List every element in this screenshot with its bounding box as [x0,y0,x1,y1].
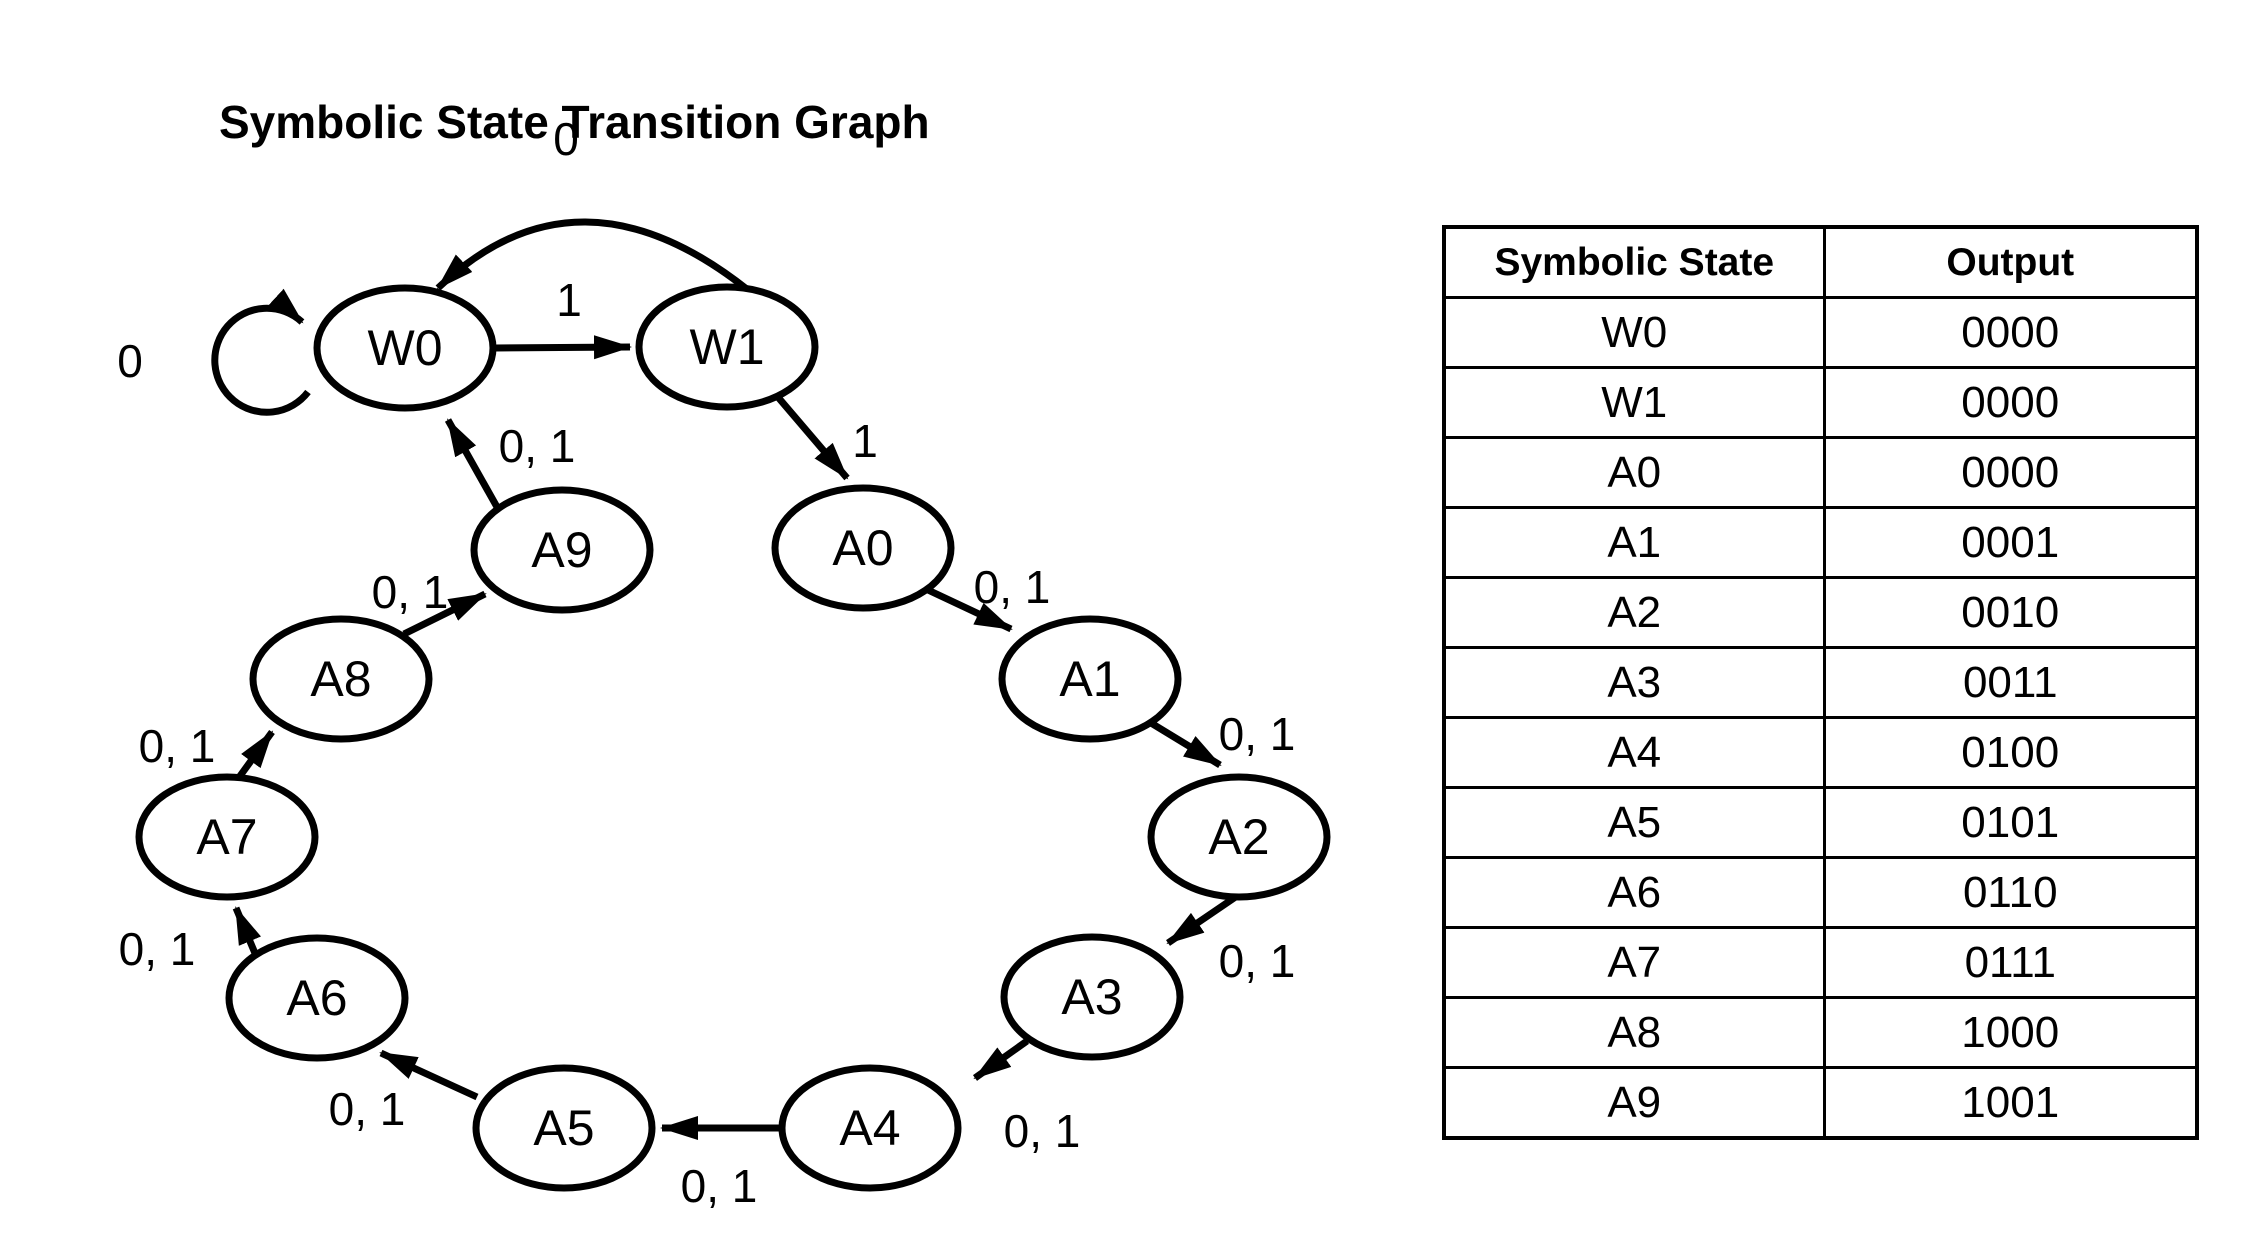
table-row: A4 0100 [1442,716,2199,789]
state-node-a6-label: A6 [286,970,347,1026]
state-node-a1: A1 [998,615,1182,743]
state-node-a0: A0 [771,484,955,612]
edge-label-w0-self: 0 [117,335,143,387]
state-node-w0-label: W0 [368,320,443,376]
state-node-a3-label: A3 [1061,969,1122,1025]
edge-a0-a1 [926,586,1013,633]
cell-state: A3 [1442,646,1826,719]
edge-label-a4-a5: 0, 1 [681,1160,758,1212]
table-row: A3 0011 [1442,646,2199,719]
edge-w0-w1 [494,335,632,360]
state-node-a3: A3 [1000,933,1184,1061]
cell-state: A7 [1442,926,1826,999]
cell-state: A1 [1442,506,1826,579]
table-row: A7 0111 [1442,926,2199,999]
table-row: W0 0000 [1442,296,2199,369]
cell-output: 1001 [1822,1066,2199,1140]
edge-group [211,218,1239,1140]
state-node-a8: A8 [249,615,433,743]
cell-state: A6 [1442,856,1826,929]
edge-label-a8-a9: 0, 1 [372,566,449,618]
edge-label-a1-a2: 0, 1 [1219,708,1296,760]
cell-state: A2 [1442,576,1826,649]
cell-state: A5 [1442,786,1826,859]
table-header-row: Symbolic State Output [1442,225,2199,299]
edge-label-a2-a3: 0, 1 [1219,935,1296,987]
edge-label-a6-a7: 0, 1 [119,923,196,975]
state-node-a5: A5 [472,1064,656,1192]
state-node-a8-label: A8 [310,651,371,707]
edge-label-a7-a8: 0, 1 [139,720,216,772]
table-row: A2 0010 [1442,576,2199,649]
edge-a8-a9 [402,590,487,638]
state-node-a4: A4 [778,1064,962,1192]
table-row: A9 1001 [1442,1066,2199,1140]
edge-w0-self [211,288,311,416]
column-header-output: Output [1822,225,2199,299]
state-node-w1-label: W1 [690,319,765,375]
cell-output: 1000 [1822,996,2199,1069]
edge-a1-a2 [1149,720,1222,768]
edge-a2-a3 [1166,893,1239,946]
state-node-a2: A2 [1147,773,1331,901]
edge-label-a9-w0: 0, 1 [499,420,576,472]
state-node-a0-label: A0 [832,520,893,576]
edge-label-w0-w1: 1 [556,274,582,326]
state-node-a9-label: A9 [531,522,592,578]
state-node-a4-label: A4 [839,1100,900,1156]
edge-a9-w0 [444,418,501,509]
state-node-a7-label: A7 [196,809,257,865]
state-node-a5-label: A5 [533,1100,594,1156]
cell-state: A9 [1442,1066,1826,1140]
state-node-a6: A6 [225,934,409,1062]
cell-state: A4 [1442,716,1826,789]
cell-output: 0001 [1822,506,2199,579]
edge-label-w1-a0: 1 [852,415,878,467]
cell-output: 0101 [1822,786,2199,859]
edge-w1-a0 [774,393,850,481]
state-output-table: Symbolic State Output W0 0000 W1 0000 A0… [1442,225,2199,1140]
state-node-a7: A7 [135,773,319,901]
table-row: A1 0001 [1442,506,2199,579]
state-node-w1: W1 [635,283,819,411]
cell-output: 0110 [1822,856,2199,929]
cell-state: W0 [1442,296,1826,369]
cell-state: A8 [1442,996,1826,1069]
cell-output: 0011 [1822,646,2199,719]
state-output-table-wrap: Symbolic State Output W0 0000 W1 0000 A0… [1442,225,2199,1140]
state-node-a2-label: A2 [1208,809,1269,865]
cell-state: A0 [1442,436,1826,509]
edge-a6-a7 [232,906,262,960]
edge-label-a5-a6: 0, 1 [329,1083,406,1135]
column-header-symbolic-state: Symbolic State [1442,225,1826,299]
cell-output: 0100 [1822,716,2199,789]
edge-label-group: 0 1 0 1 0, 1 0, 1 0, 1 0, 1 0, 1 0, 1 0,… [117,113,1295,1212]
state-node-w0: W0 [313,284,497,412]
table-row: W1 0000 [1442,366,2199,439]
table-row: A5 0101 [1442,786,2199,859]
edge-a3-a4 [972,1038,1030,1081]
cell-output: 0000 [1822,296,2199,369]
edge-label-a0-a1: 0, 1 [974,561,1051,613]
edge-w1-w0 [435,218,751,293]
state-node-a9: A9 [470,486,654,614]
cell-output: 0000 [1822,366,2199,439]
cell-output: 0111 [1822,926,2199,999]
table-row: A0 0000 [1442,436,2199,509]
state-node-a1-label: A1 [1059,651,1120,707]
table-row: A6 0110 [1442,856,2199,929]
edge-label-w1-w0: 0 [553,113,579,165]
cell-output: 0010 [1822,576,2199,649]
node-group: W0 W1 A0 A1 A2 A3 [135,283,1331,1192]
cell-state: W1 [1442,366,1826,439]
edge-a7-a8 [237,729,275,779]
page-title: Symbolic State Transition Graph [219,96,930,148]
edge-label-a3-a4: 0, 1 [1004,1105,1081,1157]
edge-a5-a6 [379,1049,479,1101]
table-row: A8 1000 [1442,996,2199,1069]
cell-output: 0000 [1822,436,2199,509]
